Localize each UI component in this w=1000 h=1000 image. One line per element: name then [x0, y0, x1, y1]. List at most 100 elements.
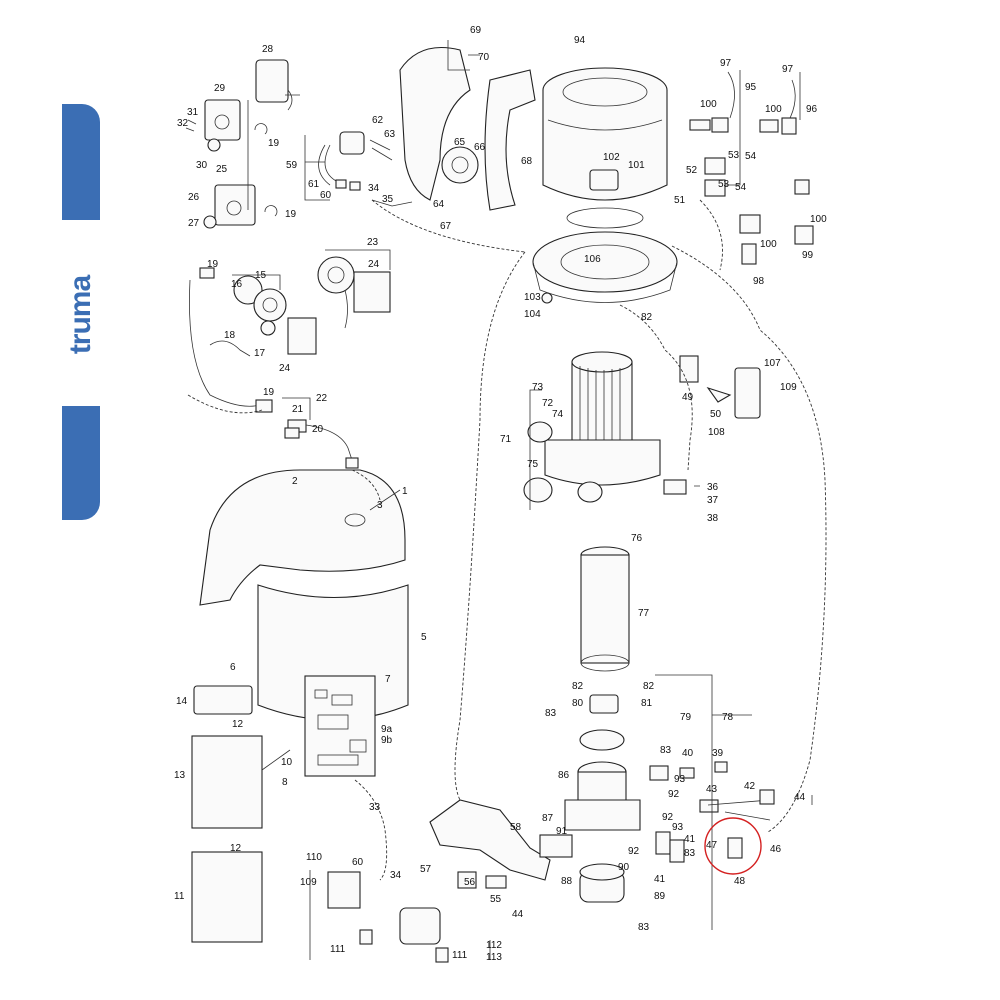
label-part-7: 7: [385, 674, 391, 685]
label-part-34a: 34: [368, 183, 380, 194]
part-28-control-box: [255, 59, 289, 103]
label-part-16: 16: [231, 279, 243, 290]
label-part-33: 33: [369, 802, 381, 813]
label-part-102: 102: [603, 152, 620, 163]
label-part-37: 37: [707, 495, 719, 506]
part-29-panel: [204, 99, 241, 141]
part-58-valve: [429, 799, 551, 881]
label-part-59: 59: [286, 160, 298, 171]
part-47-sensor: [727, 837, 743, 859]
label-part-83b: 83: [660, 745, 672, 756]
part-24-frame: [287, 317, 317, 355]
label-part-30: 30: [196, 160, 208, 171]
label-part-27: 27: [188, 218, 200, 229]
label-part-24a: 24: [368, 259, 380, 270]
label-part-100c: 100: [810, 214, 827, 225]
label-part-19c: 19: [207, 259, 219, 270]
label-part-10: 10: [281, 757, 293, 768]
part-98-fitting: [739, 214, 761, 234]
label-part-107: 107: [764, 358, 781, 369]
part-outlines: [185, 46, 827, 963]
label-part-92c: 92: [628, 846, 640, 857]
label-part-3: 3: [377, 500, 383, 511]
label-part-90: 90: [618, 862, 630, 873]
label-part-88: 88: [561, 876, 573, 887]
label-part-36: 36: [707, 482, 719, 493]
label-part-82c: 82: [643, 681, 655, 692]
label-part-22: 22: [316, 393, 328, 404]
label-part-93a: 93: [674, 774, 686, 785]
label-part-58: 58: [510, 822, 522, 833]
label-part-6: 6: [230, 662, 236, 673]
label-part-81: 81: [641, 698, 653, 709]
label-part-46: 46: [770, 844, 782, 855]
label-part-100a: 100: [700, 99, 717, 110]
label-part-14: 14: [176, 696, 188, 707]
label-part-41b: 41: [654, 874, 666, 885]
part-27-knob: [203, 215, 217, 229]
label-part-29: 29: [214, 83, 226, 94]
part-91-flange: [564, 799, 641, 831]
part-16-ring: [233, 275, 263, 305]
label-part-39: 39: [712, 748, 724, 759]
label-part-79: 79: [680, 712, 692, 723]
part-25-panel: [214, 184, 256, 226]
part-19-connector: [199, 267, 215, 279]
label-part-89: 89: [654, 891, 666, 902]
label-part-15: 15: [255, 270, 267, 281]
label-part-19a: 19: [268, 138, 280, 149]
label-part-25: 25: [216, 164, 228, 175]
label-part-112: 112: [486, 940, 502, 951]
label-part-61: 61: [308, 179, 320, 190]
label-part-113: 113: [486, 952, 502, 963]
label-part-26: 26: [188, 192, 200, 203]
part-13-box: [191, 735, 263, 829]
label-part-78: 78: [722, 712, 734, 723]
label-part-74: 74: [552, 409, 564, 420]
label-part-62: 62: [372, 115, 384, 126]
side-tab-bottom: [62, 406, 100, 520]
part-20-connector: [284, 427, 300, 439]
label-part-76: 76: [631, 533, 643, 544]
label-part-57: 57: [420, 864, 432, 875]
label-part-87: 87: [542, 813, 554, 824]
label-part-53b: 53: [718, 179, 730, 190]
label-part-67: 67: [440, 221, 452, 232]
label-part-44a: 44: [794, 792, 806, 803]
label-part-5: 5: [421, 632, 427, 643]
label-part-72: 72: [542, 398, 554, 409]
label-part-1: 1: [402, 486, 408, 497]
label-part-19b: 19: [285, 209, 297, 220]
part-18-wire: [209, 340, 251, 357]
label-part-63: 63: [384, 129, 396, 140]
label-part-94: 94: [574, 35, 586, 46]
label-part-69: 69: [470, 25, 482, 36]
part-49-plug: [679, 355, 699, 383]
part-77-tube: [580, 554, 630, 664]
label-part-65: 65: [454, 137, 466, 148]
part-39-plug: [714, 761, 728, 773]
label-part-82b: 82: [572, 681, 584, 692]
label-part-50: 50: [710, 409, 722, 420]
part-68-housing: [484, 69, 536, 211]
label-part-48: 48: [734, 876, 746, 887]
label-part-19d: 19: [263, 387, 275, 398]
label-part-35: 35: [382, 194, 394, 205]
label-part-98: 98: [753, 276, 765, 287]
label-part-71: 71: [500, 434, 512, 445]
label-part-96: 96: [806, 104, 818, 115]
part-52-clip: [704, 157, 726, 175]
label-part-99: 99: [802, 250, 814, 261]
label-part-8: 8: [282, 777, 288, 788]
side-tab-top: [62, 104, 100, 220]
label-part-31: 31: [187, 107, 199, 118]
part-84-plate: [579, 729, 625, 751]
label-part-2: 2: [292, 476, 298, 487]
label-part-103: 103: [524, 292, 541, 303]
label-part-24b: 24: [279, 363, 291, 374]
part-104-nut: [541, 292, 553, 304]
label-part-101: 101: [628, 160, 645, 171]
label-part-92b: 92: [662, 812, 674, 823]
part-96-elbow: [781, 117, 797, 135]
part-65-impeller: [441, 146, 479, 184]
